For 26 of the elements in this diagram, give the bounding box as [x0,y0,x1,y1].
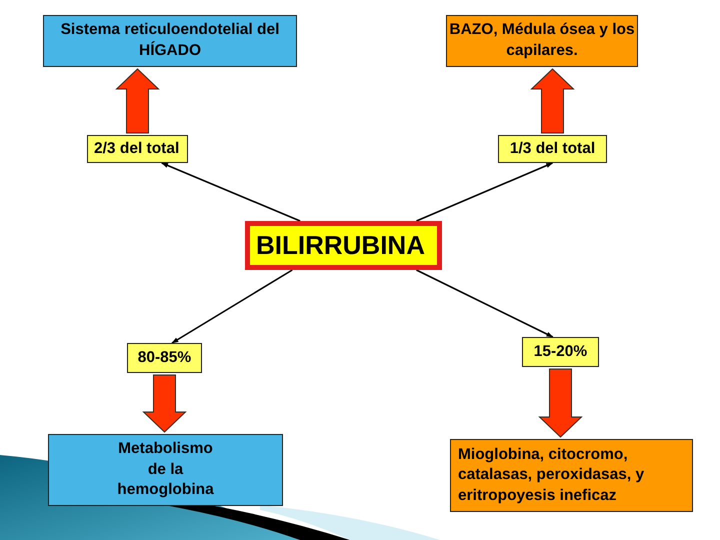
label-box [522,337,599,367]
title-box [245,221,442,270]
node-text: 80-85% [138,348,192,368]
block-arrow [142,374,187,433]
info-box [43,15,297,67]
arrow [171,269,293,344]
node-text: BILIRRUBINA [256,229,425,262]
node-text: Metabolismo de la hemoglobina [116,439,215,500]
node-text: 1/3 del total [510,138,596,159]
info-box [48,434,283,506]
label-box [498,135,607,163]
arrow [416,162,554,222]
node-text: 2/3 del total [94,138,180,159]
node-text: Mioglobina, citocromo, catalasas, peroxidasas, y eritropoyesis ineficaz [458,444,646,506]
node-text: BAZO, Médula ósea y los capilares. [448,20,636,61]
info-box [446,15,638,67]
label-box [87,135,188,163]
node-text: 15-20% [534,342,588,362]
info-box [450,439,693,512]
label-box [127,343,202,373]
node-text: Sistema reticuloendotelial del HÍGADO [60,20,280,61]
arrow [161,162,300,222]
arrow [416,269,554,338]
block-arrow [538,368,583,438]
block-arrow [115,68,160,134]
block-arrow [530,68,575,134]
